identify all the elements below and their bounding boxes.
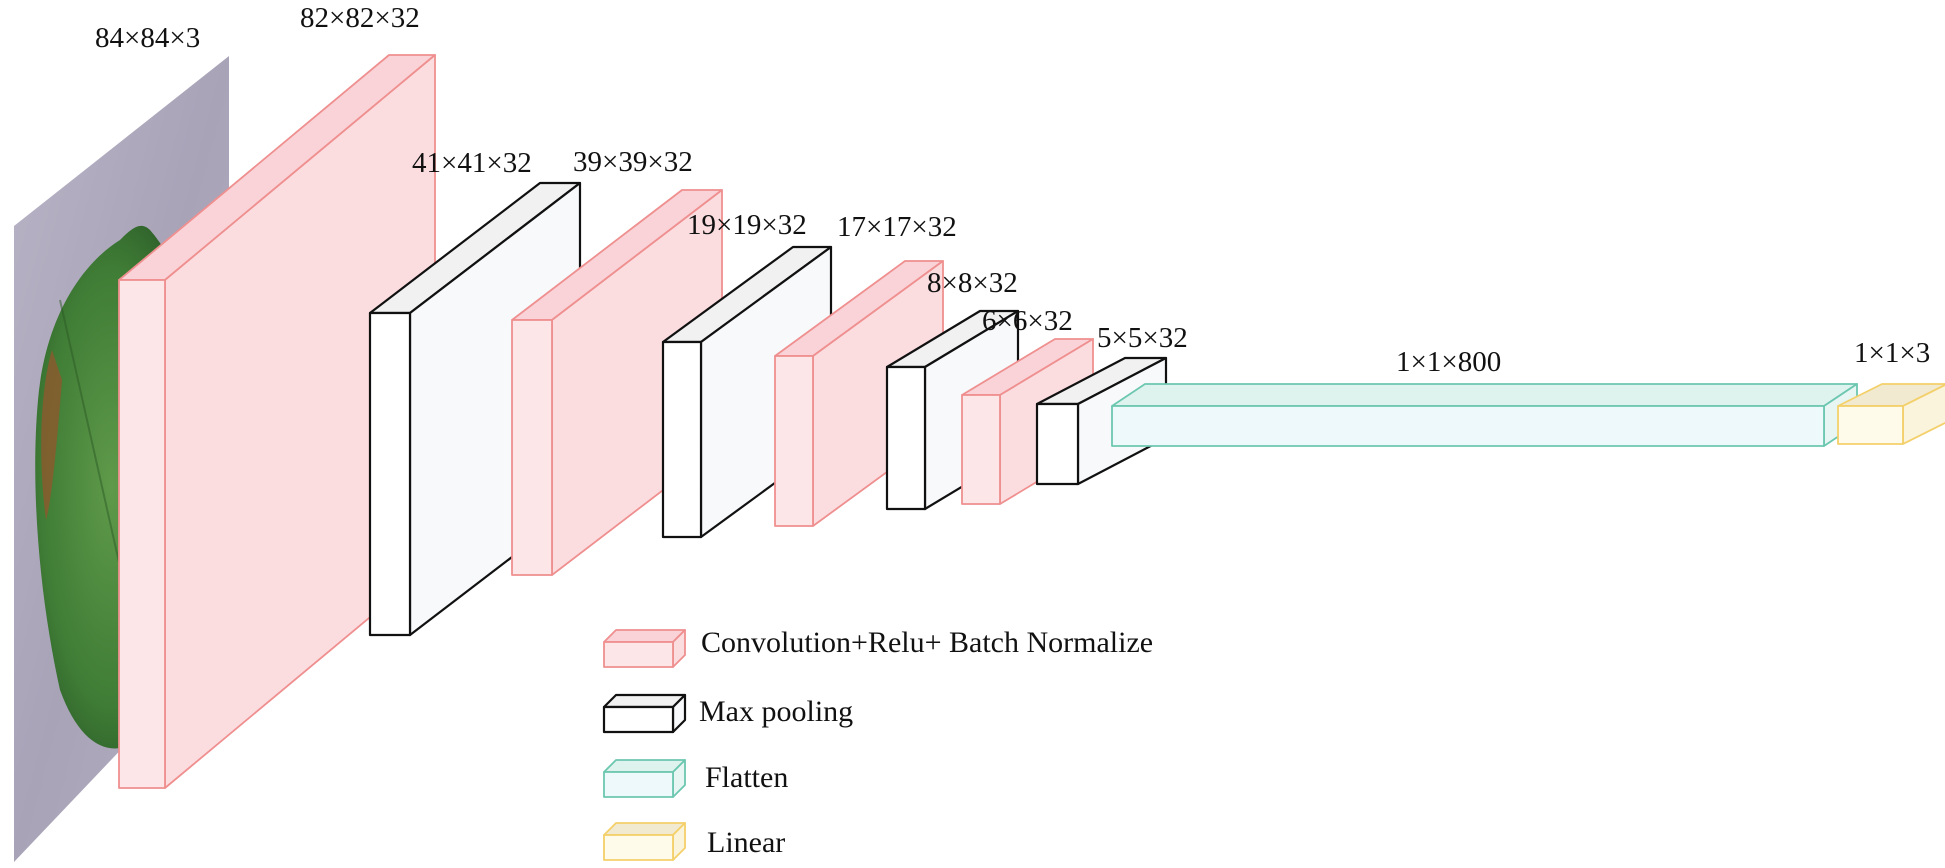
box-front-face: [1111, 405, 1825, 447]
box-top-face: [603, 759, 686, 773]
label-conv-39: 39×39×32: [573, 146, 693, 178]
box-front-face: [602, 705, 675, 734]
box-front-face: [603, 641, 674, 668]
box-front-face: [511, 319, 553, 576]
legend-label-flatten: Flatten: [705, 761, 788, 794]
box-front-face: [1837, 405, 1904, 445]
legend-swatch-flatten: [603, 759, 686, 798]
box-top-face: [1111, 383, 1858, 407]
legend-item-pool: Max pooling: [602, 693, 853, 734]
box-top-face: [603, 629, 686, 643]
legend-item-conv: Convolution+Relu+ Batch Normalize: [603, 626, 1153, 668]
box-top-face: [603, 822, 686, 836]
legend: Convolution+Relu+ Batch Normalize Max po…: [602, 626, 1153, 861]
box-front-face: [774, 355, 814, 527]
legend-label-pool: Max pooling: [699, 695, 853, 728]
conv-layer-82: [118, 54, 436, 789]
label-flatten: 1×1×800: [1396, 346, 1501, 378]
dimension-labels: 84×84×3 82×82×32 41×41×32 39×39×32 19×19…: [95, 2, 1930, 378]
linear-layer: [1837, 383, 1945, 445]
legend-item-flatten: Flatten: [603, 759, 788, 798]
box-front-face: [885, 365, 927, 511]
label-pool-41: 41×41×32: [412, 147, 532, 179]
box-top-face: [602, 693, 687, 709]
box-front-face: [118, 279, 166, 789]
label-linear: 1×1×3: [1854, 337, 1930, 369]
label-pool-5: 5×5×32: [1097, 322, 1188, 354]
conv-layer-39: [511, 189, 723, 576]
box-front-face: [1035, 402, 1080, 486]
legend-item-linear: Linear: [603, 822, 785, 861]
label-input-84: 84×84×3: [95, 22, 200, 54]
flatten-layer: [1111, 383, 1858, 447]
legend-swatch-linear: [603, 822, 686, 861]
layer-blocks: [118, 54, 1945, 789]
box-front-face: [603, 771, 674, 798]
label-pool-8: 8×8×32: [927, 267, 1018, 299]
box-front-face: [661, 340, 703, 539]
legend-label-linear: Linear: [707, 826, 785, 859]
legend-label-conv: Convolution+Relu+ Batch Normalize: [701, 626, 1153, 659]
label-conv-82: 82×82×32: [300, 2, 420, 34]
legend-swatch-pool: [602, 693, 687, 734]
box-front-face: [368, 311, 412, 637]
legend-swatch-conv: [603, 629, 686, 668]
box-front-face: [961, 394, 1001, 505]
label-conv-17: 17×17×32: [837, 211, 957, 243]
box-front-face: [603, 834, 674, 861]
label-conv-6: 6×6×32: [982, 305, 1073, 337]
label-pool-19: 19×19×32: [687, 209, 807, 241]
